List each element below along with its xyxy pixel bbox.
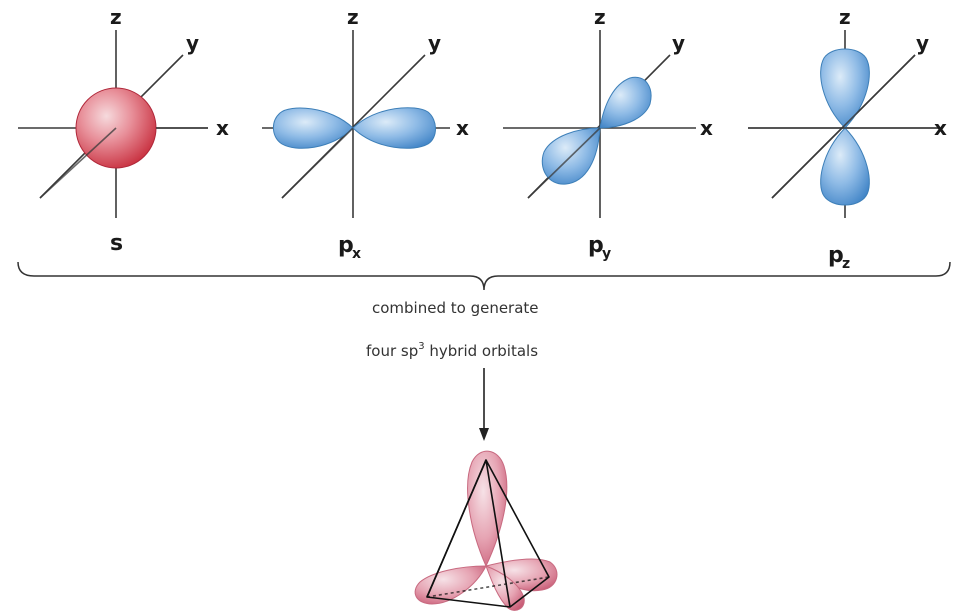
y-axis-label: y	[186, 31, 199, 55]
caption-suffix: hybrid orbitals	[425, 342, 539, 360]
py-orbital-panel: z y x p y	[503, 5, 713, 262]
tetrahedron-back-edge	[426, 576, 550, 598]
py-lobe-back	[599, 76, 652, 129]
s-orbital-sphere	[75, 87, 157, 169]
tetrahedron-inner-edge	[426, 459, 487, 598]
x-axis-label: x	[700, 116, 713, 140]
x-axis-label: x	[456, 116, 469, 140]
pz-lobe-top	[820, 48, 870, 129]
combining-brace	[17, 261, 951, 291]
px-lobe-negative	[273, 107, 354, 149]
pz-lobe-bottom	[820, 127, 870, 206]
px-orbital-label: p	[338, 233, 354, 258]
y-axis-front	[527, 127, 601, 199]
caption-superscript: 3	[418, 341, 424, 352]
py-orbital-subscript: y	[602, 246, 611, 262]
z-axis-label: z	[347, 5, 359, 29]
z-axis-label: z	[110, 5, 122, 29]
y-axis-label: y	[428, 31, 441, 55]
down-arrow	[479, 368, 489, 441]
y-axis-label: y	[672, 31, 685, 55]
z-axis-label: z	[839, 5, 851, 29]
s-orbital-panel: z y x s	[18, 5, 229, 256]
y-axis-front	[771, 54, 916, 199]
hybrid-lobe-left	[414, 565, 487, 605]
y-axis-label: y	[916, 31, 929, 55]
sp3-hybrid-orbitals	[414, 450, 558, 611]
caption-prefix: four sp	[366, 342, 418, 360]
y-axis-front	[39, 127, 117, 199]
px-orbital-subscript: x	[352, 246, 361, 262]
pz-orbital-panel: z y x p z	[748, 5, 947, 272]
pz-orbital-label: p	[828, 243, 844, 268]
x-axis-label: x	[934, 116, 947, 140]
pz-orbital-subscript: z	[842, 256, 850, 272]
s-orbital-label: s	[110, 231, 123, 256]
y-axis-front	[281, 127, 354, 199]
px-orbital-panel: z y x p x	[262, 5, 469, 262]
px-lobe-positive	[352, 107, 436, 149]
hybrid-lobe-bottom	[485, 565, 525, 611]
caption-line-1: combined to generate	[372, 299, 539, 317]
caption-line-2: four sp3 hybrid orbitals	[366, 341, 538, 360]
z-axis-label: z	[594, 5, 606, 29]
x-axis-label: x	[216, 116, 229, 140]
py-orbital-label: p	[588, 233, 604, 258]
